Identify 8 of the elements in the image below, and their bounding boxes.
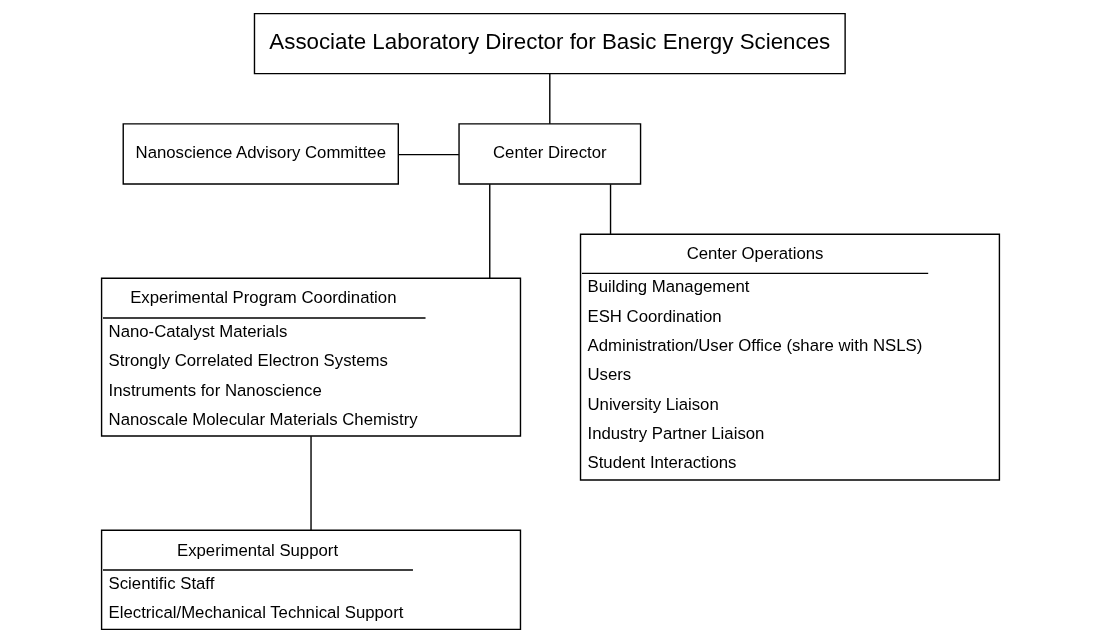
node-box: Center Director [458, 123, 642, 185]
node-box: Associate Laboratory Director for Basic Energy Sciences [253, 12, 846, 75]
connector [310, 435, 312, 531]
connector [549, 73, 551, 125]
connector [489, 183, 491, 279]
connector [397, 153, 460, 156]
node-box: Nanoscience Advisory Committee [122, 123, 399, 185]
connector [609, 183, 612, 235]
